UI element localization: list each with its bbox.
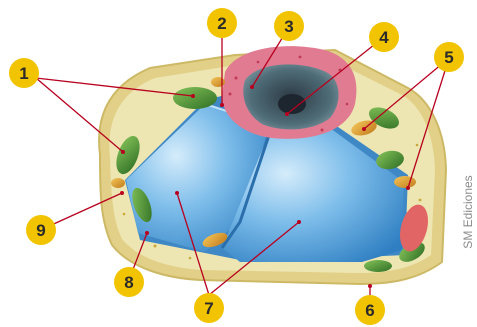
label-badge-2: 2 <box>207 8 237 38</box>
red-organelle <box>399 204 429 252</box>
label-badge-5: 5 <box>434 42 464 72</box>
chloroplast-lower-left <box>132 187 152 223</box>
image-credit: SM Ediciones <box>461 175 475 248</box>
vacuole-crease <box>220 125 274 249</box>
label-text-5: 5 <box>444 48 453 67</box>
label-badge-3: 3 <box>274 11 304 41</box>
label-text-1: 1 <box>19 64 28 83</box>
label-badge-6: 6 <box>355 295 385 325</box>
label-text-9: 9 <box>36 221 45 240</box>
label-badge-4: 4 <box>369 22 399 52</box>
chloroplast-top <box>173 87 217 109</box>
chloroplast-bottom <box>364 260 392 272</box>
leader-endpoints <box>120 85 410 288</box>
label-badge-9: 9 <box>26 215 56 245</box>
label-text-3: 3 <box>284 17 293 36</box>
label-badge-7: 7 <box>194 293 224 323</box>
vacuole-right-face <box>222 126 404 262</box>
leader-lines <box>35 26 450 300</box>
label-text-4: 4 <box>379 28 389 47</box>
label-text-2: 2 <box>217 14 226 33</box>
label-text-7: 7 <box>204 299 213 318</box>
vacuole-left-face <box>126 104 270 252</box>
label-badge-1: 1 <box>9 58 39 88</box>
mitochondrion-left <box>111 178 125 188</box>
label-badge-8: 8 <box>114 267 144 297</box>
chloroplast-left <box>116 135 140 175</box>
label-text-8: 8 <box>124 273 133 292</box>
label-text-6: 6 <box>365 301 374 320</box>
nucleolus <box>278 94 306 114</box>
chloroplast-upper-right <box>369 107 399 129</box>
chloroplast-right <box>376 150 404 170</box>
mitochondrion-right <box>394 176 416 188</box>
mitochondrion-bottom <box>202 232 228 248</box>
mitochondrion-top <box>211 77 225 87</box>
chromatin <box>228 55 349 132</box>
